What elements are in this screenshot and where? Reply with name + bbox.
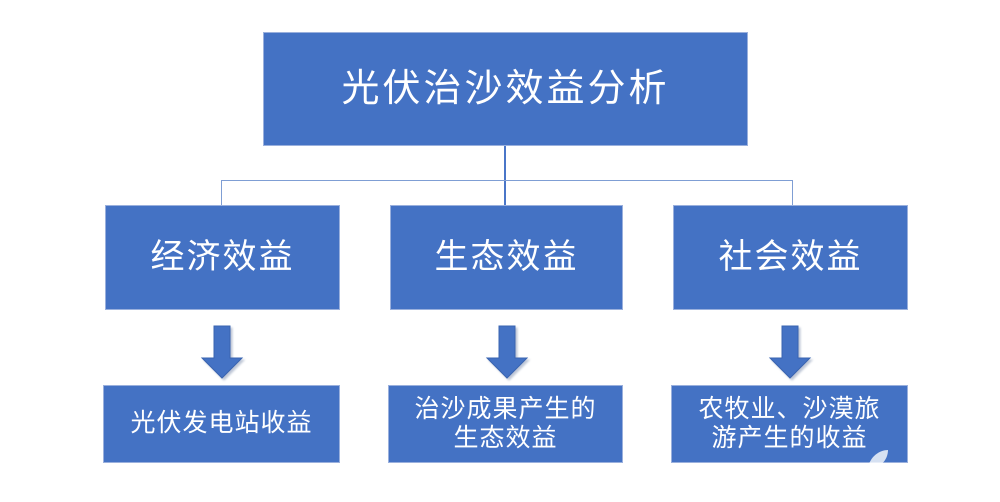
detail-node-agriculture-tourism-revenue[interactable]: 农牧业、沙漠旅 游产生的收益 — [671, 385, 908, 463]
detail-node-sand-control-eco-benefit[interactable]: 治沙成果产生的 生态效益 — [388, 385, 623, 463]
connector-drop-left — [221, 180, 222, 206]
arrow-down-icon-economic — [194, 324, 250, 380]
arrow-down-icon-social — [762, 324, 818, 380]
root-node-benefit-analysis[interactable]: 光伏治沙效益分析 — [263, 32, 748, 146]
connector-stem-vertical — [504, 146, 506, 206]
connector-horizontal-bus — [221, 180, 793, 181]
category-node-economic[interactable]: 经济效益 — [105, 205, 340, 310]
category-node-ecological[interactable]: 生态效益 — [390, 205, 623, 310]
category-node-social[interactable]: 社会效益 — [673, 205, 908, 310]
connector-drop-right — [792, 180, 793, 206]
detail-node-pv-station-revenue[interactable]: 光伏发电站收益 — [103, 385, 340, 463]
arrow-down-icon-ecological — [479, 324, 535, 380]
